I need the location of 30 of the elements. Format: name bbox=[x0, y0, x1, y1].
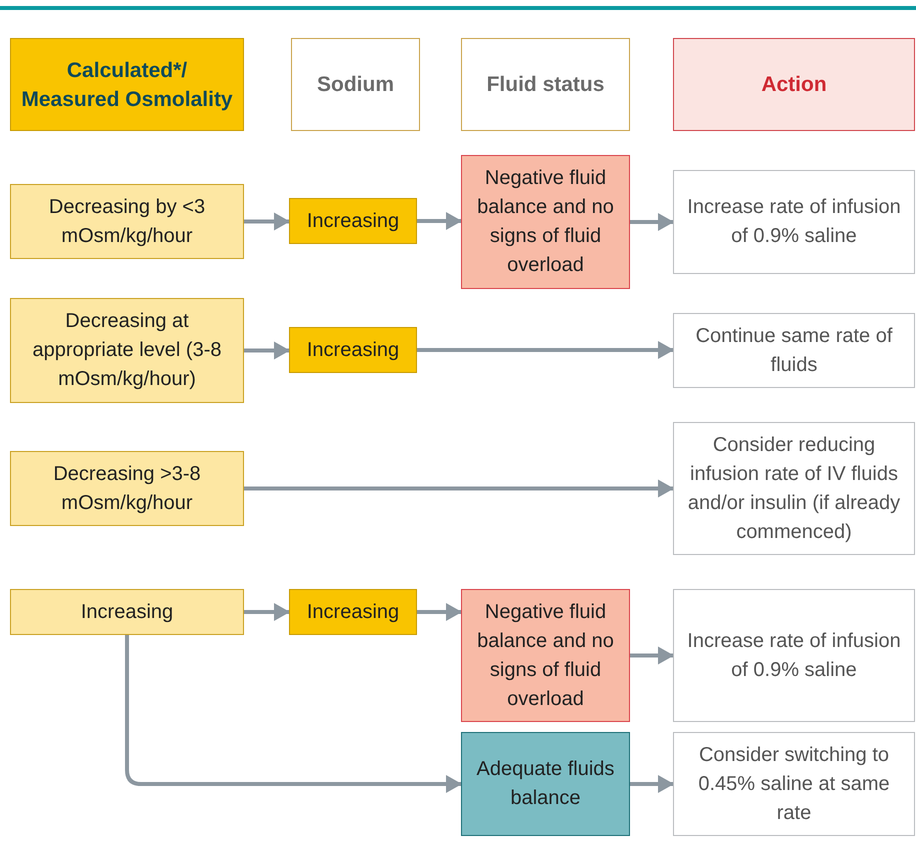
fluid-status-box: Adequate fluids balance bbox=[461, 732, 630, 836]
arrow bbox=[630, 646, 674, 664]
action-box: Continue same rate of fluids bbox=[673, 313, 915, 388]
arrow bbox=[630, 213, 674, 231]
arrow bbox=[244, 480, 674, 498]
header-box: Action bbox=[673, 38, 915, 131]
arrow bbox=[244, 603, 290, 621]
arrow bbox=[417, 341, 674, 359]
osmolality-box: Decreasing >3-8 mOsm/kg/hour bbox=[10, 451, 244, 526]
arrow bbox=[417, 603, 462, 621]
header-box: Sodium bbox=[291, 38, 420, 131]
sodium-box: Increasing bbox=[289, 589, 417, 635]
header-box: Calculated*/ Measured Osmolality bbox=[10, 38, 244, 131]
sodium-box: Increasing bbox=[289, 327, 417, 373]
osmolality-box: Decreasing at appropriate level (3-8 mOsm/kg/hour) bbox=[10, 298, 244, 403]
sodium-box: Increasing bbox=[289, 198, 417, 244]
arrow bbox=[244, 342, 290, 360]
arrow bbox=[244, 212, 290, 230]
fluid-status-box: Negative fluid balance and no signs of fluid overload bbox=[461, 155, 630, 289]
osmolality-box: Increasing bbox=[10, 589, 244, 635]
arrow bbox=[417, 212, 462, 230]
header-box: Fluid status bbox=[461, 38, 630, 131]
action-box: Consider switching to 0.45% saline at same rate bbox=[673, 732, 915, 836]
arrow bbox=[125, 635, 462, 793]
fluid-status-box: Negative fluid balance and no signs of fluid overload bbox=[461, 589, 630, 722]
action-box: Consider reducing infusion rate of IV fluids and/or insulin (if already commenced) bbox=[673, 422, 915, 555]
arrow bbox=[630, 775, 674, 793]
osmolality-box: Decreasing by <3 mOsm/kg/hour bbox=[10, 184, 244, 259]
action-box: Increase rate of infusion of 0.9% saline bbox=[673, 170, 915, 274]
action-box: Increase rate of infusion of 0.9% saline bbox=[673, 589, 915, 722]
